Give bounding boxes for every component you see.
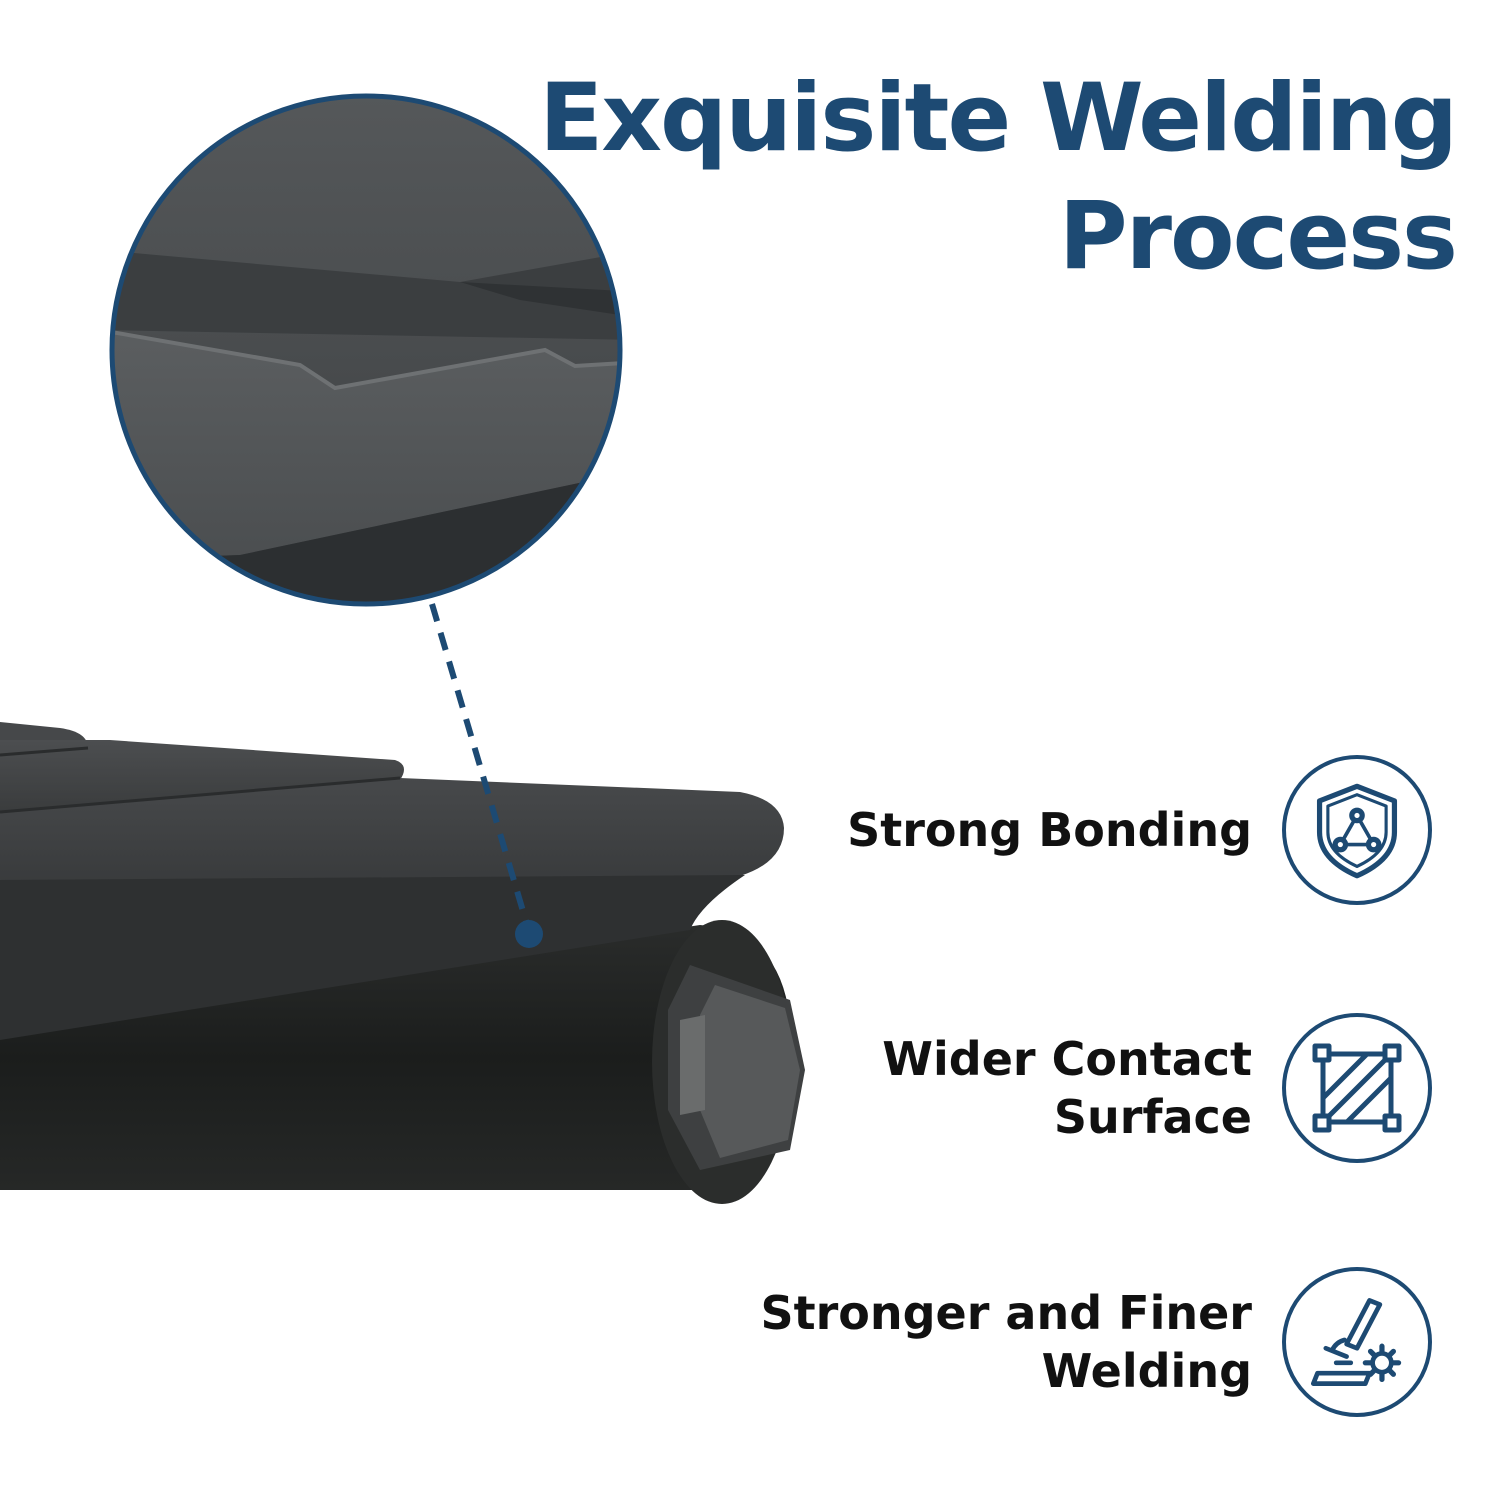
feature-stronger-finer-welding: Stronger and Finer Welding bbox=[532, 1262, 1432, 1422]
page-title: Exquisite Welding bbox=[539, 64, 1458, 173]
feature-label-line: Welding bbox=[1041, 1344, 1252, 1398]
welding-torch-gear-icon bbox=[1282, 1267, 1432, 1417]
seat-slats bbox=[0, 722, 784, 1040]
hatched-frame-icon bbox=[1282, 1013, 1432, 1163]
feature-label: Stronger and Finer Welding bbox=[760, 1284, 1252, 1400]
feature-label-line: Stronger and Finer bbox=[760, 1286, 1252, 1340]
feature-wider-contact-surface: Wider Contact Surface bbox=[532, 1008, 1432, 1168]
shield-triangle-icon bbox=[1282, 755, 1432, 905]
connector-dot bbox=[515, 920, 543, 948]
feature-label: Wider Contact Surface bbox=[882, 1030, 1252, 1146]
feature-label-line: Surface bbox=[1053, 1090, 1252, 1144]
feature-strong-bonding: Strong Bonding bbox=[532, 750, 1432, 910]
feature-label: Strong Bonding bbox=[847, 801, 1252, 859]
page-title-line-2: Process bbox=[1058, 182, 1458, 291]
support-tube bbox=[0, 920, 805, 1204]
feature-label-line: Wider Contact bbox=[882, 1032, 1252, 1086]
feature-label-line: Strong Bonding bbox=[847, 803, 1252, 857]
dashed-connector-line bbox=[429, 603, 531, 929]
